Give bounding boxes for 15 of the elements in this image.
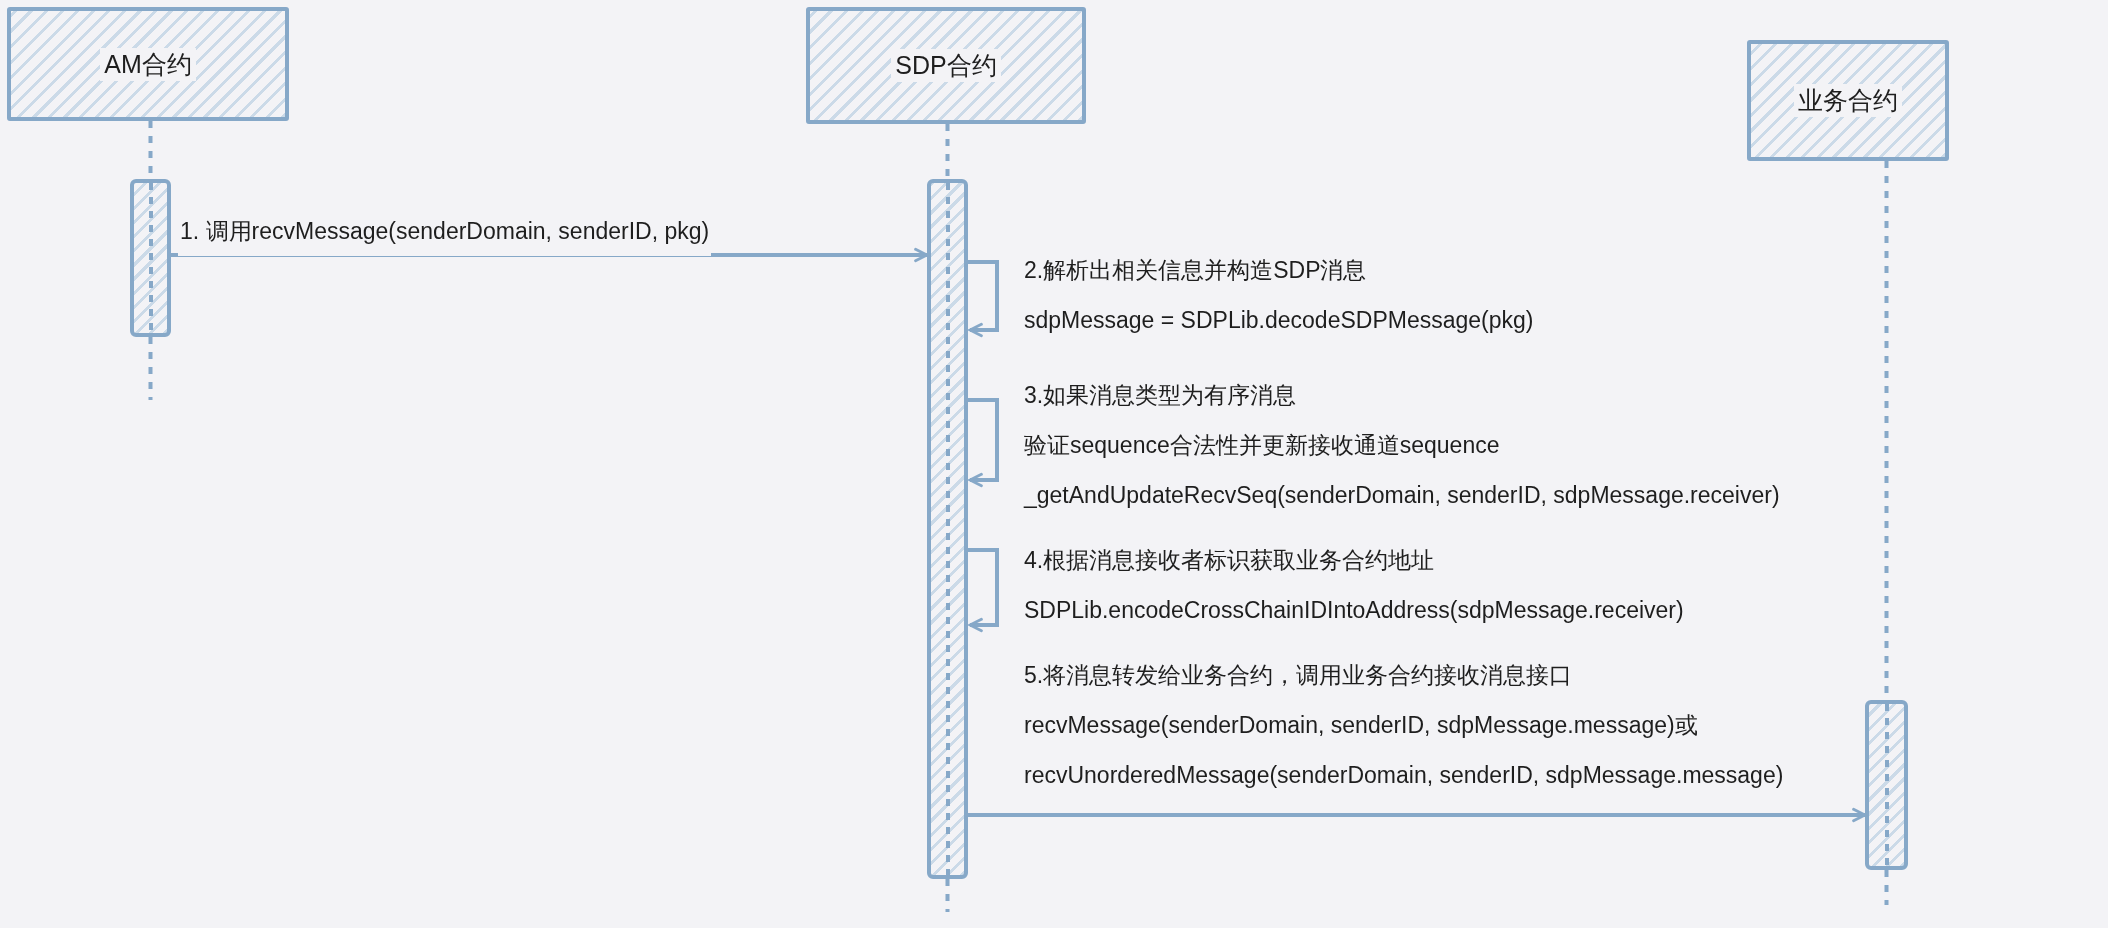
participant-name: AM合约 xyxy=(100,47,196,81)
participant-box xyxy=(1747,40,1949,161)
self-message-arrow xyxy=(968,260,999,338)
participant-name: SDP合约 xyxy=(891,49,1001,82)
participant-name: 业务合约 xyxy=(1794,84,1902,117)
message-arrow xyxy=(968,807,1867,823)
activation-bar xyxy=(130,179,171,337)
self-message-arrow xyxy=(968,398,999,488)
activation-bar xyxy=(927,179,968,879)
lifeline xyxy=(945,124,950,179)
participant-box xyxy=(7,7,289,121)
message-arrow xyxy=(171,247,929,263)
participant-box xyxy=(806,7,1086,124)
activation-bar xyxy=(1865,700,1908,870)
self-message-arrow xyxy=(968,548,999,633)
